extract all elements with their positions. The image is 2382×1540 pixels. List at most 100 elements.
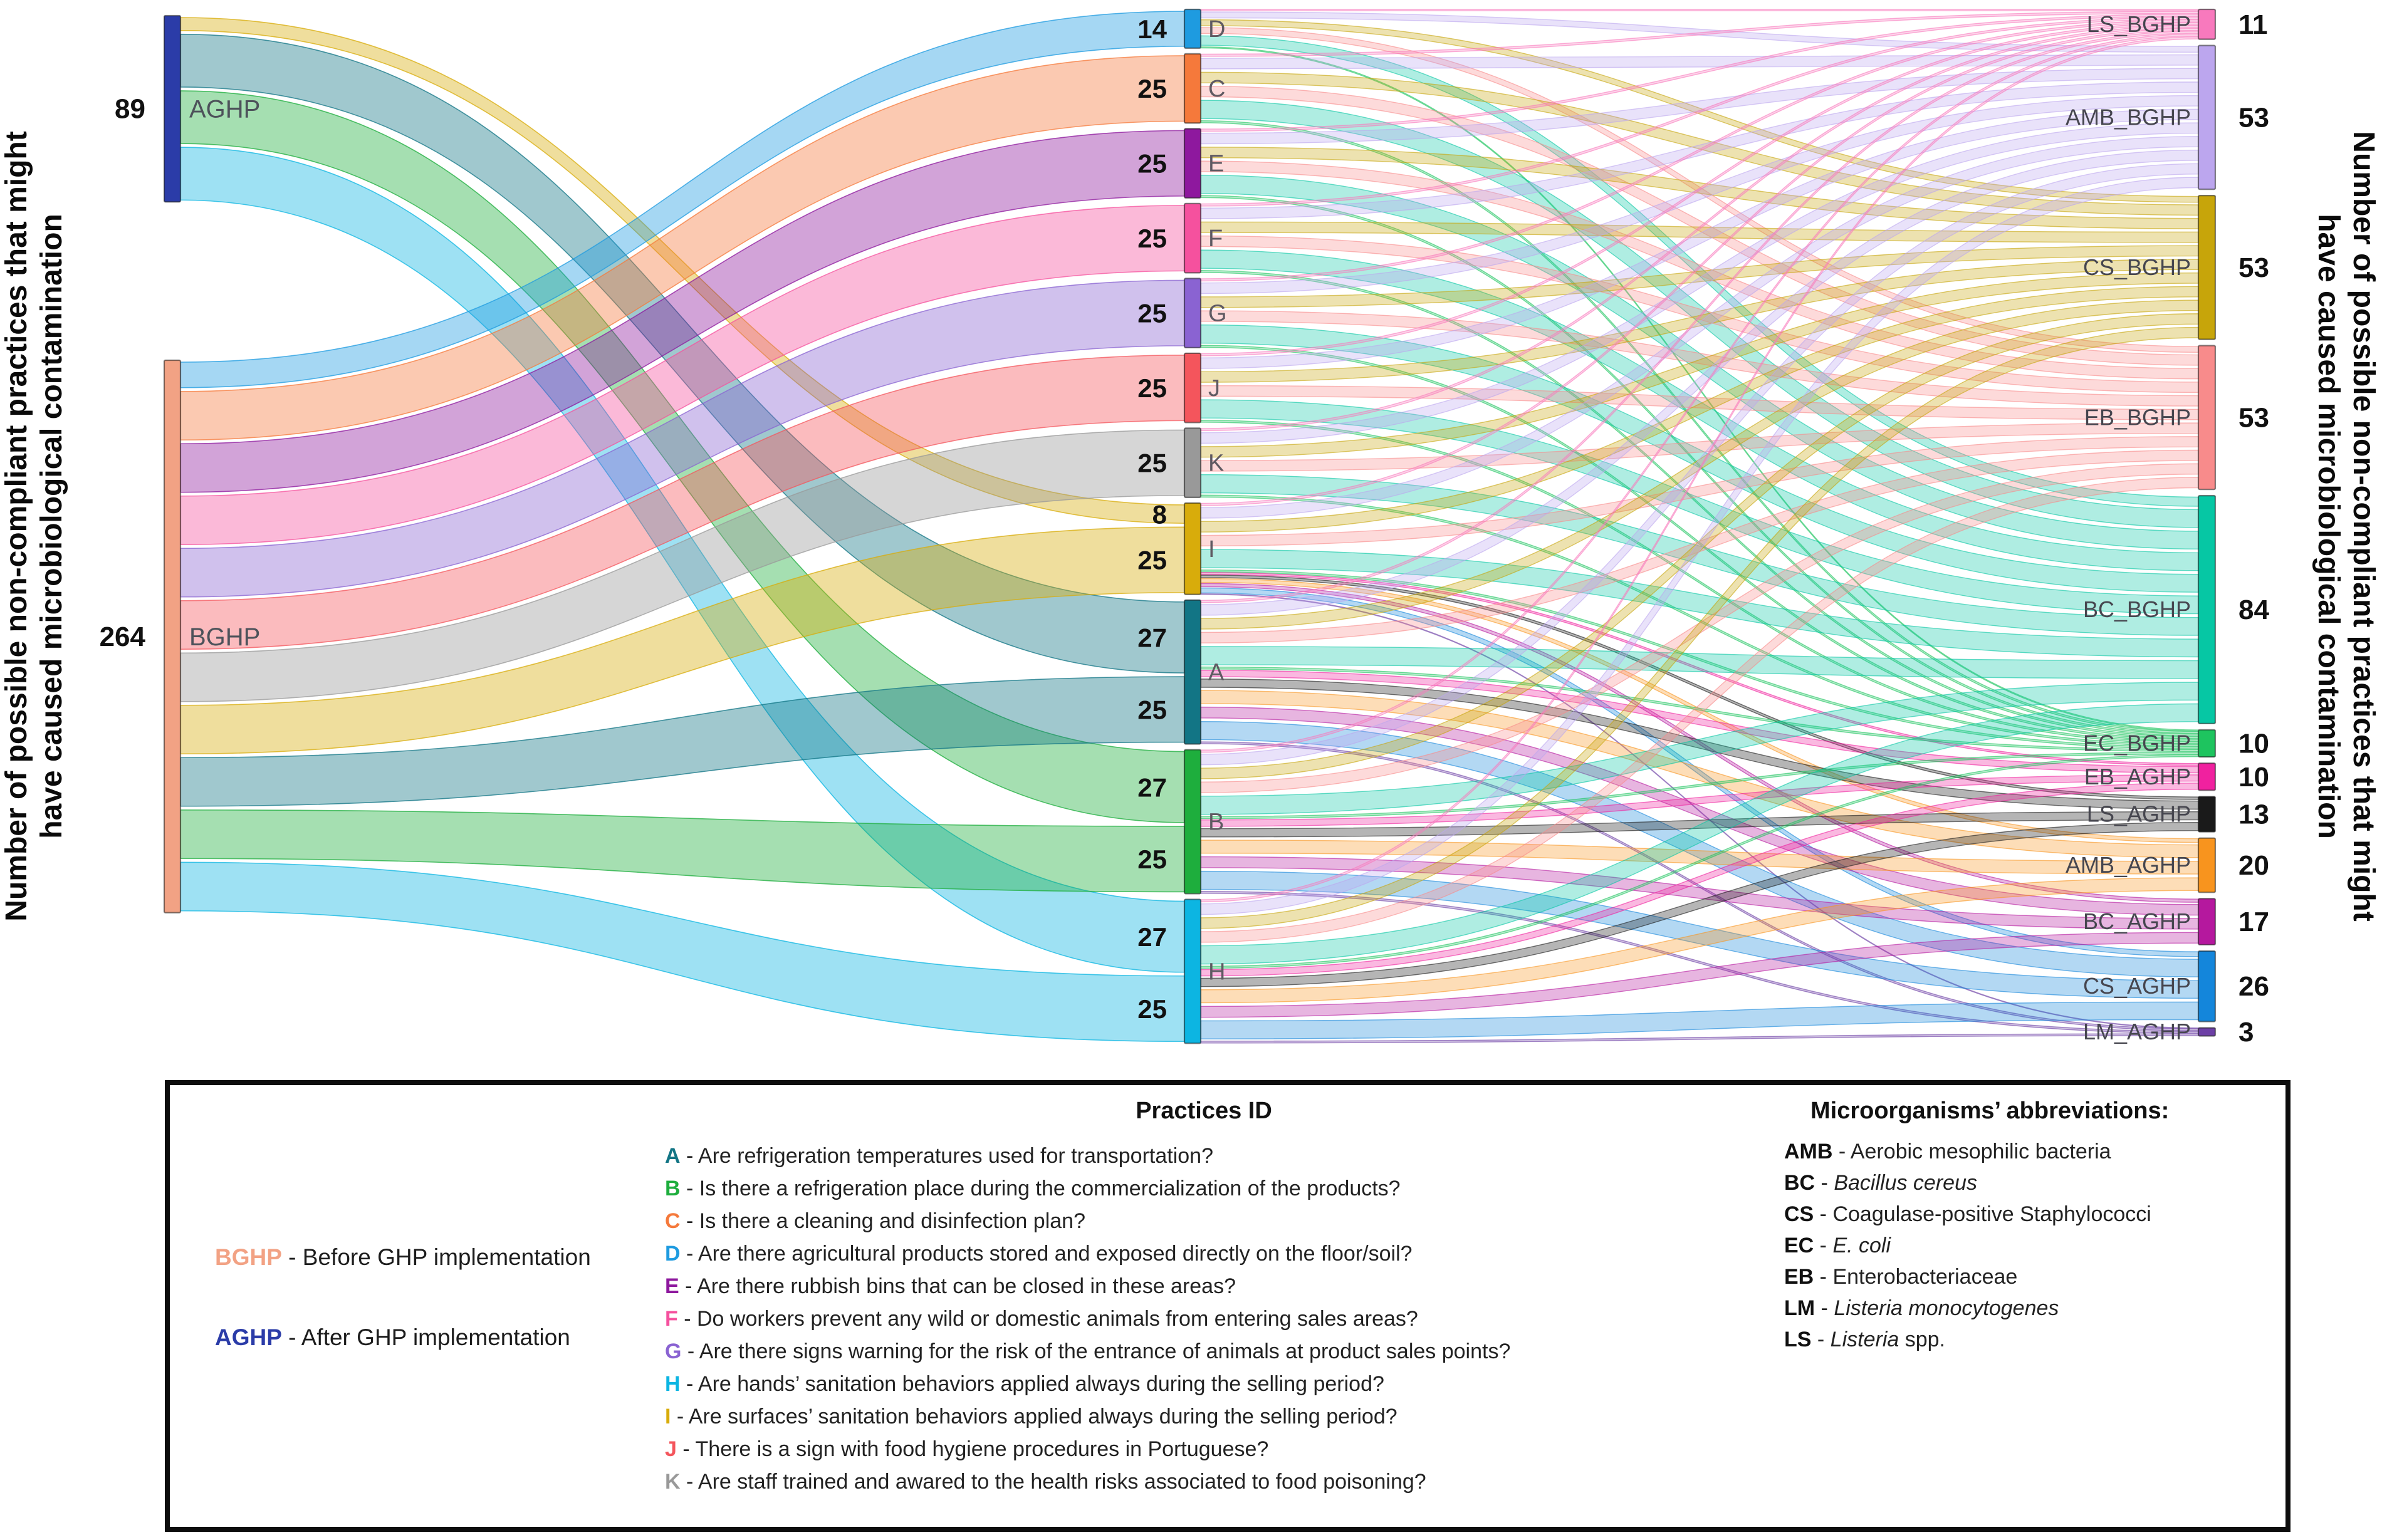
practice-letter-E: E xyxy=(665,1274,679,1298)
micro-abbr-AMB: AMB xyxy=(1784,1140,1833,1163)
value-BC_AGHP: 17 xyxy=(2238,907,2269,937)
label-BC_AGHP: BC_AGHP xyxy=(2083,908,2191,934)
link-value-AGHP-A: 27 xyxy=(1137,623,1167,652)
value-AMB_AGHP: 20 xyxy=(2238,850,2269,881)
micro-abbr-BC: BC xyxy=(1784,1171,1815,1195)
node-practice-B xyxy=(1183,749,1202,895)
ghp-text-AGHP: - After GHP implementation xyxy=(281,1324,570,1350)
practice-legend-item-K: K - Are staff trained and awared to the … xyxy=(665,1465,1743,1498)
value-AMB_BGHP: 53 xyxy=(2238,102,2269,133)
practice-letter-I: I xyxy=(665,1405,671,1428)
label-CS_BGHP: CS_BGHP xyxy=(2083,254,2191,280)
micro-abbr-LM: LM xyxy=(1784,1296,1815,1320)
link-value-AGHP-B: 27 xyxy=(1137,773,1167,802)
label-EB_BGHP: EB_BGHP xyxy=(2084,404,2191,430)
practice-text-D: - Are there agricultural products stored… xyxy=(680,1242,1413,1266)
value-LS_AGHP: 13 xyxy=(2238,799,2269,830)
micro-name-italic-BC: Bacillus cereus xyxy=(1834,1171,1977,1195)
microorganisms-list: AMB - Aerobic mesophilic bacteria BC - Ba… xyxy=(1784,1136,2285,1355)
label-practice-H: H xyxy=(1208,959,1225,985)
practice-text-A: - Are refrigeration temperatures used fo… xyxy=(680,1144,1213,1168)
label-practice-C: C xyxy=(1208,76,1225,102)
link-value-BGHP-A: 25 xyxy=(1137,695,1167,724)
value-CS_AGHP: 26 xyxy=(2238,971,2269,1002)
practice-legend-item-J: J - There is a sign with food hygiene pr… xyxy=(665,1433,1743,1465)
micro-legend-item-EB: EB - Enterobacteriaceae xyxy=(1784,1265,2018,1289)
flow-D-LS_BGHP xyxy=(1200,9,2199,11)
node-practice-H xyxy=(1183,898,1202,1044)
node-AMB_BGHP xyxy=(2197,44,2217,190)
label-EB_AGHP: EB_AGHP xyxy=(2084,764,2191,789)
practice-text-F: - Do workers prevent any wild or domesti… xyxy=(677,1307,1418,1331)
value-LS_BGHP: 11 xyxy=(2238,9,2268,40)
node-practice-F xyxy=(1183,202,1202,274)
micro-abbr-EB: EB xyxy=(1784,1265,1814,1289)
label-AGHP: AGHP xyxy=(189,96,260,123)
label-BGHP: BGHP xyxy=(189,623,260,651)
value-CS_BGHP: 53 xyxy=(2238,252,2269,283)
micro-legend-item-AMB: AMB - Aerobic mesophilic bacteria xyxy=(1784,1140,2111,1163)
node-BC_BGHP xyxy=(2197,494,2217,724)
practice-letter-H: H xyxy=(665,1372,681,1396)
microorganisms-legend-block: Microorganisms’ abbreviations: AMB - Aer… xyxy=(1784,1098,2285,1355)
micro-name-italic-LM: Listeria monocytogenes xyxy=(1834,1296,2059,1320)
link-value-BGHP-C: 25 xyxy=(1137,74,1167,103)
ghp-abbr-BGHP: BGHP xyxy=(215,1244,282,1270)
link-value-BGHP-K: 25 xyxy=(1137,449,1167,478)
practice-letter-D: D xyxy=(665,1242,681,1266)
node-LS_AGHP xyxy=(2197,796,2217,833)
link-value-AGHP-H: 27 xyxy=(1137,922,1167,952)
practice-legend-item-F: F - Do workers prevent any wild or domes… xyxy=(665,1303,1743,1335)
node-AMB_AGHP xyxy=(2197,837,2217,893)
node-CS_BGHP xyxy=(2197,195,2217,340)
link-value-BGHP-D: 14 xyxy=(1137,14,1167,44)
ghp-text-BGHP: - Before GHP implementation xyxy=(281,1244,591,1270)
node-practice-J xyxy=(1183,352,1202,424)
practice-text-B: - Is there a refrigeration place during … xyxy=(680,1177,1401,1200)
right-axis-title-line2: have caused microbiological contaminatio… xyxy=(2312,214,2345,839)
practice-text-E: - Are there rubbish bins that can be clo… xyxy=(679,1274,1236,1298)
label-practice-D: D xyxy=(1208,16,1225,43)
micro-abbr-CS: CS xyxy=(1784,1202,1814,1226)
node-EB_AGHP xyxy=(2197,762,2217,791)
flow-AGHP-H xyxy=(180,147,1185,973)
sankey-links-layer xyxy=(180,9,2199,1044)
value-LM_AGHP: 3 xyxy=(2238,1017,2254,1048)
micro-name-italic-LS: Listeria xyxy=(1830,1328,1899,1351)
link-value-BGHP-E: 25 xyxy=(1137,149,1167,179)
microorganisms-title: Microorganisms’ abbreviations: xyxy=(1810,1098,2170,1124)
value-AGHP: 89 xyxy=(115,94,145,125)
node-practice-A xyxy=(1183,599,1202,745)
node-CS_AGHP xyxy=(2197,950,2217,1022)
practice-text-C: - Is there a cleaning and disinfection p… xyxy=(680,1209,1085,1233)
value-BGHP: 264 xyxy=(100,622,146,652)
practice-letter-F: F xyxy=(665,1307,678,1331)
label-practice-B: B xyxy=(1208,809,1224,836)
micro-name-AMB: Aerobic mesophilic bacteria xyxy=(1850,1140,2111,1163)
link-value-AGHP-I: 8 xyxy=(1152,500,1167,529)
label-LS_BGHP: LS_BGHP xyxy=(2087,11,2191,37)
node-practice-C xyxy=(1183,53,1202,124)
ghp-abbr-AGHP: AGHP xyxy=(215,1324,282,1350)
node-EB_BGHP xyxy=(2197,345,2217,491)
micro-legend-item-LS: LS - Listeria spp. xyxy=(1784,1328,1945,1351)
micro-legend-item-BC: BC - Bacillus cereus xyxy=(1784,1171,1977,1195)
label-AMB_AGHP: AMB_AGHP xyxy=(2066,852,2191,878)
right-axis-title-line1: Number of possible non-compliant practic… xyxy=(2347,131,2380,921)
node-LM_AGHP xyxy=(2197,1027,2217,1037)
label-practice-I: I xyxy=(1208,536,1215,563)
label-LS_AGHP: LS_AGHP xyxy=(2087,801,2191,827)
micro-legend-item-CS: CS - Coagulase-positive Staphylococci xyxy=(1784,1202,2151,1226)
practice-legend-item-B: B - Is there a refrigeration place durin… xyxy=(665,1172,1743,1205)
link-value-BGHP-F: 25 xyxy=(1137,224,1167,253)
node-EC_BGHP xyxy=(2197,729,2217,758)
practice-letter-J: J xyxy=(665,1437,677,1461)
practice-text-I: - Are surfaces’ sanitation behaviors app… xyxy=(671,1405,1397,1428)
link-value-BGHP-I: 25 xyxy=(1137,545,1167,575)
node-AGHP xyxy=(163,14,182,203)
node-practice-G xyxy=(1183,278,1202,348)
practice-legend-item-D: D - Are there agricultural products stor… xyxy=(665,1237,1743,1270)
